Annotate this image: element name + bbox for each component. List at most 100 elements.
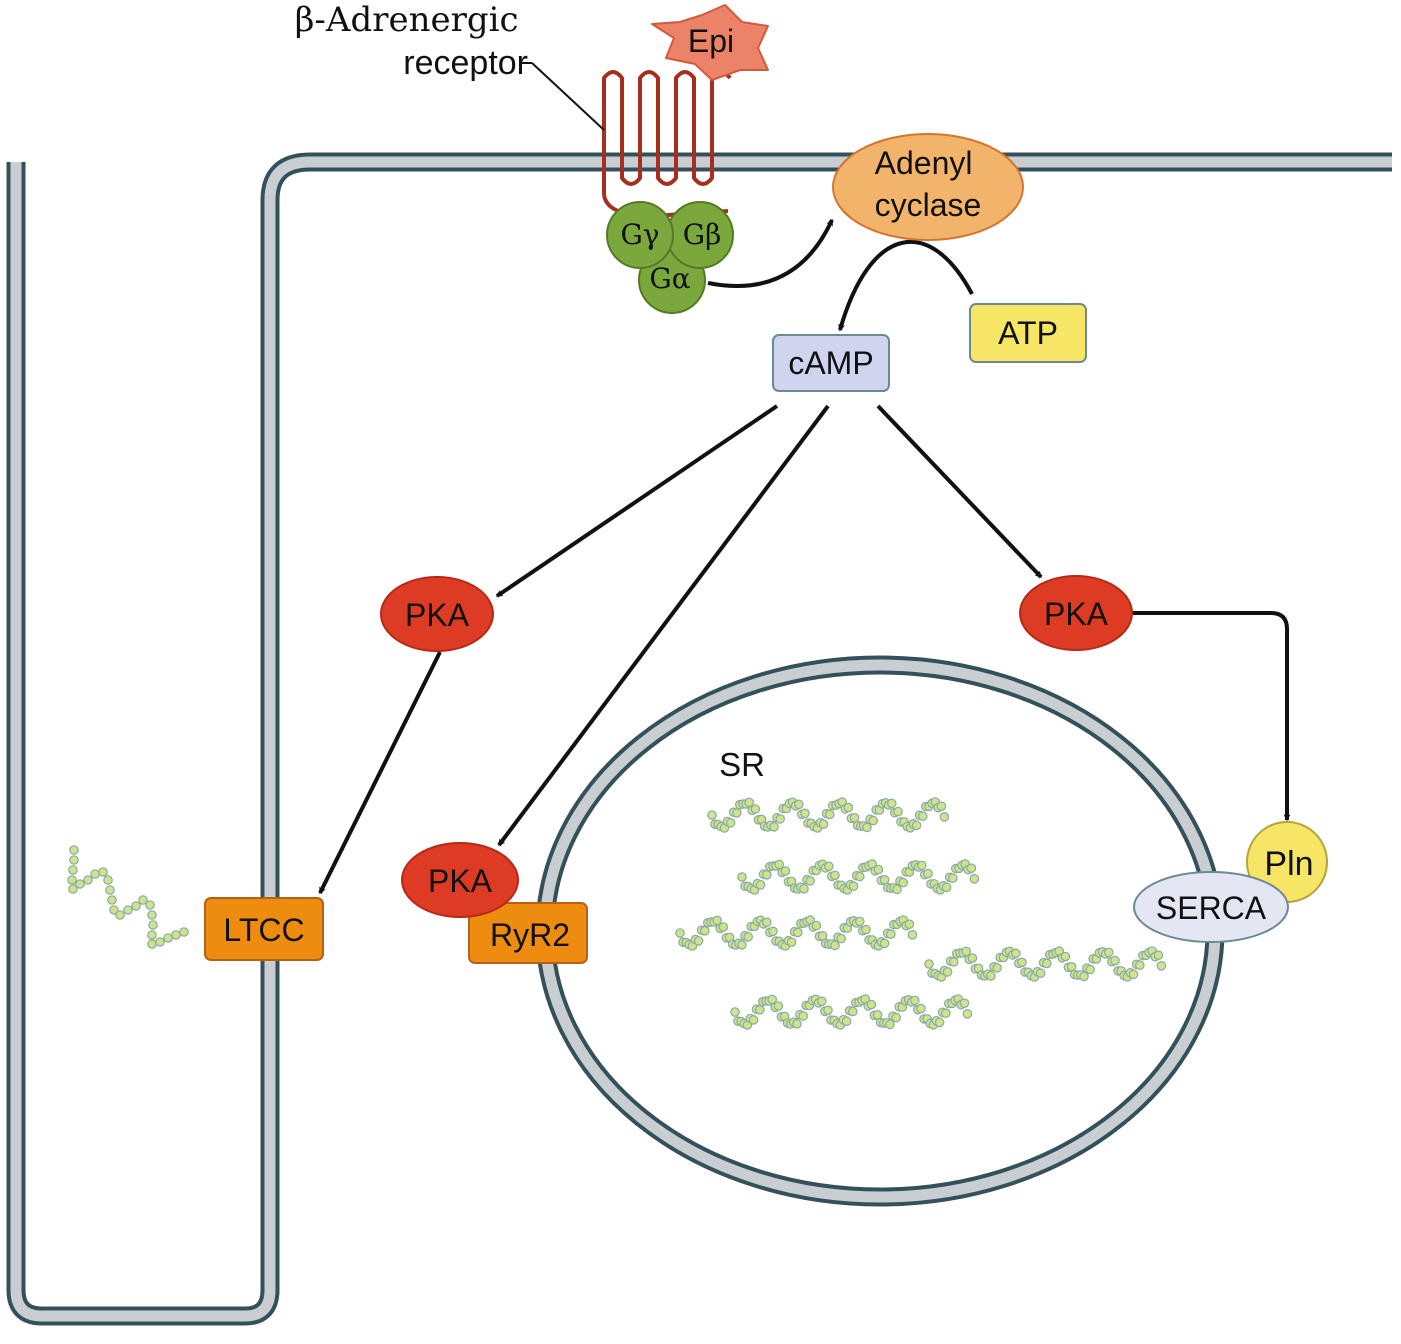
filament-bead <box>69 845 79 855</box>
filament-bead <box>824 809 835 820</box>
filament-bead <box>105 885 115 895</box>
serca: SERCA <box>1133 871 1289 943</box>
filament-bead <box>147 939 157 949</box>
filament-bead <box>934 1017 945 1028</box>
ltcc-label: LTCC <box>223 912 304 948</box>
filament-bead <box>947 873 958 883</box>
filament-bead <box>675 928 685 938</box>
filament-bead <box>854 916 865 927</box>
filament-bead <box>868 815 878 826</box>
filament-bead <box>103 875 113 885</box>
filament-bead <box>841 1016 852 1026</box>
receptor-leader-line <box>531 62 605 131</box>
filament-bead <box>909 995 920 1006</box>
filament-bead <box>799 883 809 894</box>
g-beta-label: Gβ <box>683 218 722 251</box>
ltcc-filament <box>67 845 189 949</box>
filament-bead <box>962 1008 973 1019</box>
pln-label: Pln <box>1264 845 1313 883</box>
filament-bead <box>115 910 125 920</box>
filament-bead <box>786 937 797 947</box>
filament-bead <box>145 900 155 910</box>
filament-bead <box>961 946 971 957</box>
filament-bead <box>138 895 148 905</box>
filament-bead <box>942 967 953 977</box>
filament-bead <box>862 822 872 833</box>
arrow-pka-to-pln <box>1133 611 1291 822</box>
filament-bead <box>843 802 854 813</box>
filament-bead <box>959 998 970 1008</box>
filament-bead <box>767 994 777 1005</box>
filament-bead <box>744 797 754 808</box>
filament-bead <box>798 1011 808 1021</box>
filament-bead <box>67 875 77 885</box>
filament-bead <box>904 919 915 929</box>
filament-bead <box>718 922 729 932</box>
filament-bead <box>769 821 779 832</box>
receptor-label-line1: β-Adrenergic <box>295 0 519 40</box>
pka-ryr-label: PKA <box>428 863 493 899</box>
filament-bead <box>892 884 902 895</box>
filament-bead <box>768 926 778 937</box>
filament-bead <box>916 860 927 871</box>
filament-bead <box>924 959 934 969</box>
filament-bead <box>940 1008 951 1018</box>
filament-bead <box>1060 951 1071 962</box>
filament-bead <box>830 940 840 951</box>
filament-bead <box>830 870 840 881</box>
filament-bead <box>836 933 846 944</box>
filament-bead <box>805 876 815 886</box>
beta-adrenergic-receptor <box>602 70 732 218</box>
filament-bead <box>773 1001 784 1011</box>
filament-bead <box>1110 955 1120 966</box>
filament-bead <box>1156 960 1167 971</box>
filament-bead <box>775 814 785 824</box>
filament-bead <box>748 1015 759 1025</box>
filament-bead <box>893 806 903 817</box>
g-gamma-label: Gγ <box>620 218 659 251</box>
filament-bead <box>941 882 952 893</box>
filament-bead <box>693 936 704 946</box>
filament-bead <box>923 868 933 879</box>
filament-bead <box>811 920 822 931</box>
filament-bead <box>967 953 978 963</box>
filament-bead <box>885 1019 895 1030</box>
filament-bead <box>992 963 1002 973</box>
filament-bead <box>163 933 173 943</box>
filament-bead <box>761 869 772 880</box>
filament-bead <box>911 820 922 831</box>
sr-filaments <box>675 797 1167 1030</box>
receptor-label-line2: receptor <box>403 44 528 82</box>
filament-bead <box>68 865 78 875</box>
filament-bead <box>131 901 141 911</box>
pka-left: PKA <box>380 576 494 652</box>
filament-bead <box>885 929 896 939</box>
filament-bead <box>712 915 722 926</box>
filament-bead <box>750 804 761 814</box>
atp-label: ATP <box>998 315 1058 351</box>
filament-bead <box>800 808 810 819</box>
filament-bead <box>1010 948 1021 959</box>
filament-bead <box>873 864 884 875</box>
receptor-label: β-Adrenergic receptor <box>295 0 528 82</box>
filament-bead <box>986 970 996 981</box>
filament-bead <box>755 880 766 890</box>
filament-bead <box>948 956 959 967</box>
filament-bead <box>109 905 119 915</box>
filament-bead <box>107 895 117 905</box>
filament-bead <box>90 869 100 879</box>
filament-bead <box>68 884 78 894</box>
filament-bead <box>1085 964 1095 975</box>
filament-bead <box>1153 950 1164 960</box>
arrow-camp-to-pka-ryr <box>497 404 830 847</box>
filament-bead <box>1042 958 1052 969</box>
filament-bead <box>1017 957 1027 968</box>
pka-right: PKA <box>1019 575 1133 651</box>
filament-bead <box>83 875 93 885</box>
camp-label: cAMP <box>788 345 873 381</box>
filament-bead <box>731 807 742 818</box>
adenyl-cyclase-label: Adenyl cyclase <box>875 145 982 223</box>
filament-bead <box>907 929 918 940</box>
adenyl-cyclase-label-line2: cyclase <box>875 187 982 223</box>
